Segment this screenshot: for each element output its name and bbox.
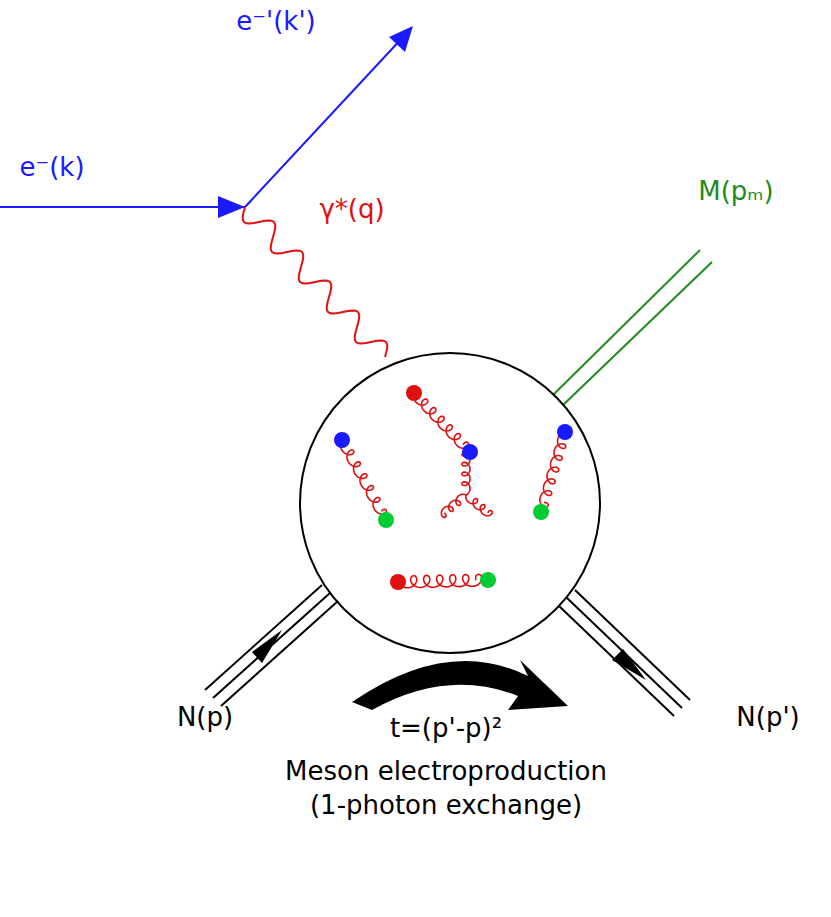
momentum-transfer-arrow xyxy=(352,660,568,710)
virtual-photon xyxy=(243,207,387,357)
gluon-coil xyxy=(413,393,468,448)
arrowhead xyxy=(252,630,282,663)
caption-text: (1-photon exchange) xyxy=(310,791,582,821)
particle-label: N(p') xyxy=(736,703,799,733)
gluon-coil xyxy=(441,494,466,517)
gluon-coil xyxy=(398,574,482,588)
outgoing-electron xyxy=(245,36,404,207)
particle-label: M(pₘ) xyxy=(698,177,773,207)
particle-label: e⁻'(k') xyxy=(236,7,315,37)
gluon-coil xyxy=(466,495,492,516)
arrowhead xyxy=(389,26,413,52)
gluon-coil xyxy=(540,432,566,507)
arrowhead xyxy=(612,649,646,680)
meson-line xyxy=(552,250,700,396)
particle-label: N(p) xyxy=(177,703,233,733)
variable-label: t=(p'-p)² xyxy=(390,714,502,744)
outgoing-nucleon xyxy=(559,590,690,716)
gluon-group xyxy=(340,393,565,588)
incoming-nucleon xyxy=(205,585,338,706)
meson-line xyxy=(562,262,712,406)
hadronic-blob xyxy=(300,353,600,653)
particle-label: e⁻(k) xyxy=(19,153,84,183)
quark-dots xyxy=(334,385,573,590)
caption-text: Meson electroproduction xyxy=(285,757,607,787)
particle-label: γ*(q) xyxy=(319,195,384,225)
gluon-coil xyxy=(340,440,386,514)
arrowhead xyxy=(218,196,245,218)
incoming-electron xyxy=(0,206,245,208)
